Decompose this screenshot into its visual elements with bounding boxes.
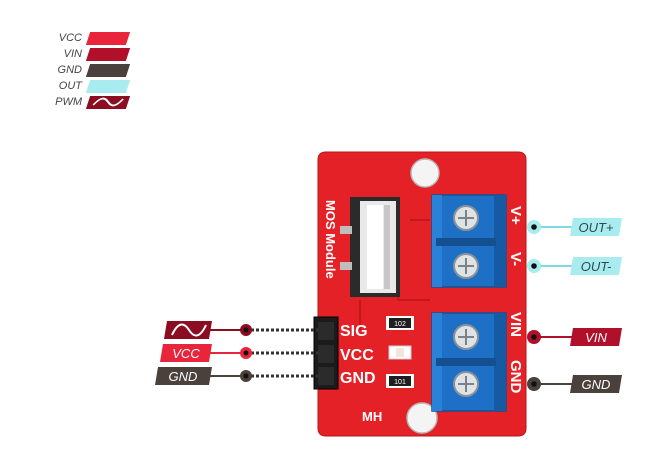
legend-out: OUT <box>0 78 140 94</box>
tag-label: OUT+ <box>578 220 613 235</box>
legend-label: VCC <box>58 32 82 44</box>
tag-label: GND <box>169 369 198 384</box>
legend-vcc: VCC <box>0 30 140 46</box>
tag-label: VIN <box>585 330 607 345</box>
resistor-1: 102 <box>386 316 414 330</box>
terminal-block-bottom <box>431 312 507 412</box>
legend-pwm: PWM <box>0 94 140 110</box>
legend-swatch-pwm <box>85 96 131 109</box>
legend-vin: VIN <box>0 46 140 62</box>
terminal-label-gnd: GND <box>507 360 524 394</box>
terminal-label-vin: VIN <box>507 312 524 337</box>
legend-label: GND <box>57 64 82 76</box>
tag-label: GND <box>582 377 611 392</box>
wave-icon <box>171 323 207 337</box>
led <box>388 345 412 360</box>
tag-gnd-left: GND <box>155 367 212 385</box>
mounting-hole-top <box>410 158 440 188</box>
tag-vcc: VCC <box>160 344 212 362</box>
wires-right <box>527 220 572 391</box>
legend-label: PWM <box>55 96 82 108</box>
tag-label: OUT- <box>581 259 612 274</box>
mounting-hole-bottom <box>406 402 438 434</box>
wires-left <box>210 324 318 382</box>
legend-label: VIN <box>63 48 82 60</box>
pin-label-sig: SIG <box>340 323 368 340</box>
tag-label: VCC <box>172 346 200 361</box>
tag-out-plus: OUT+ <box>570 218 622 236</box>
pin-label-vcc: VCC <box>340 347 374 364</box>
resistor-code: 102 <box>394 321 406 328</box>
pin-label-gnd: GND <box>340 370 376 387</box>
resistor-2: 101 <box>386 374 414 388</box>
terminal-block-top <box>431 194 507 288</box>
tag-out-minus: OUT- <box>570 257 622 275</box>
terminal-label-vplus: V+ <box>507 206 524 225</box>
module-label: MOS Module <box>323 200 338 279</box>
legend-label: OUT <box>58 80 82 92</box>
legend-gnd: GND <box>0 62 140 78</box>
mosfet <box>340 197 400 297</box>
tag-gnd-right: GND <box>570 375 622 393</box>
wave-icon <box>92 97 124 107</box>
terminal-label-vminus: V- <box>507 252 524 266</box>
tag-vin: VIN <box>570 328 622 346</box>
resistor-code: 101 <box>394 379 406 386</box>
maker-label: MH <box>362 409 382 424</box>
tag-pwm <box>164 321 212 339</box>
